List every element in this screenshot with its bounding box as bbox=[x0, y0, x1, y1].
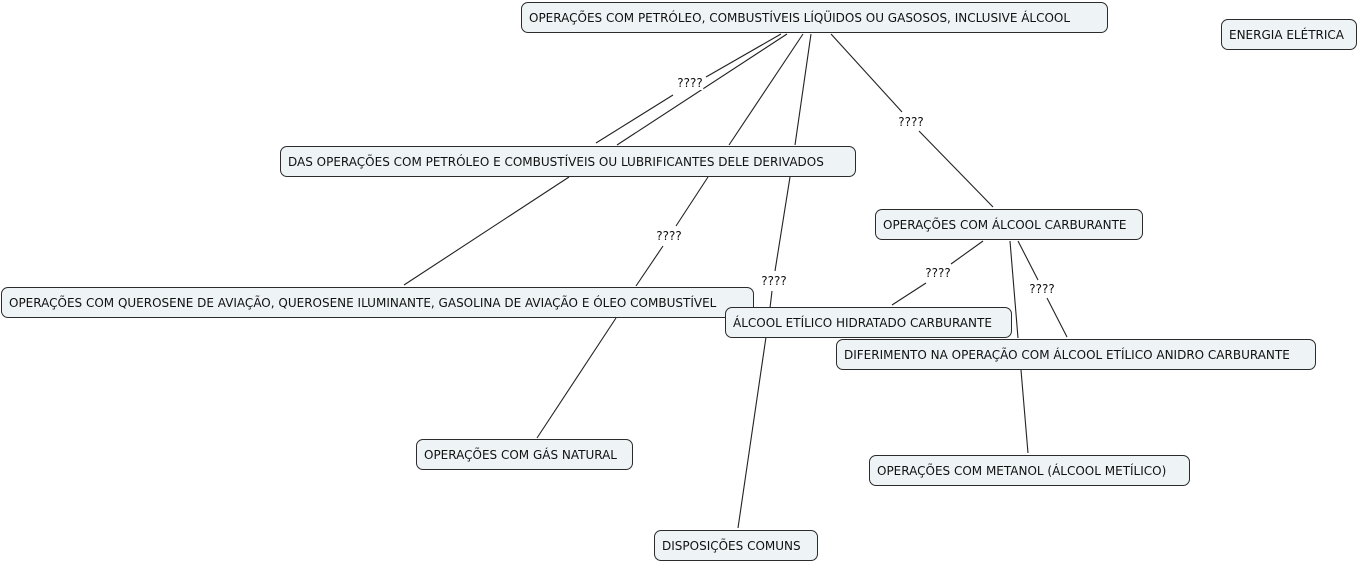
edge-root-alcool-a bbox=[830, 33, 903, 113]
edge-root-alcool-b bbox=[918, 130, 994, 208]
edge-alcool-metanol-a bbox=[1009, 240, 1019, 339]
edge-root-das-4 bbox=[794, 33, 812, 146]
edge-das-disp-a bbox=[774, 176, 791, 272]
node-alcool-carburante[interactable]: OPERAÇÕES COM ÁLCOOL CARBURANTE bbox=[875, 209, 1143, 240]
edge-alcool-hidratado-a bbox=[950, 240, 984, 265]
edge-alcool-diferimento-b bbox=[1046, 297, 1068, 338]
edge-das-disp-c bbox=[737, 336, 767, 529]
edge-label-alcool-hidratado: ???? bbox=[924, 266, 952, 280]
node-metanol[interactable]: OPERAÇÕES COM METANOL (ÁLCOOL METÍLICO) bbox=[869, 455, 1190, 486]
edge-das-disp-b bbox=[769, 290, 773, 309]
edge-das-gas-a bbox=[675, 176, 709, 227]
edge-label-alcool-diferimento: ???? bbox=[1028, 282, 1056, 296]
edge-root-das-1b bbox=[595, 94, 674, 144]
edge-alcool-diferimento-a bbox=[1017, 240, 1039, 281]
node-diferimento[interactable]: DIFERIMENTO NA OPERAÇÃO COM ÁLCOOL ETÍLI… bbox=[836, 339, 1316, 370]
edge-das-gas-b bbox=[635, 245, 664, 287]
edge-label-das-gas: ???? bbox=[655, 229, 683, 243]
edge-root-das-3 bbox=[728, 33, 804, 146]
node-querosene[interactable]: OPERAÇÕES COM QUEROSENE DE AVIAÇÃO, QUER… bbox=[1, 287, 754, 318]
edge-das-gas-c bbox=[536, 317, 617, 439]
edge-root-das-1a bbox=[705, 33, 782, 78]
node-alcool-hidratado[interactable]: ÁLCOOL ETÍLICO HIDRATADO CARBURANTE bbox=[725, 307, 1012, 338]
edge-das-querosene bbox=[403, 176, 570, 286]
node-root[interactable]: OPERAÇÕES COM PETRÓLEO, COMBUSTÍVEIS LÍQ… bbox=[521, 2, 1108, 33]
edge-alcool-hidratado-b bbox=[891, 282, 927, 306]
edge-label-das-disposicoes: ???? bbox=[760, 274, 788, 288]
edge-label-root-alcool: ???? bbox=[897, 115, 925, 129]
edge-label-root-das: ???? bbox=[676, 76, 704, 90]
node-gas-natural[interactable]: OPERAÇÕES COM GÁS NATURAL bbox=[416, 439, 633, 470]
edge-alcool-metanol-b bbox=[1020, 369, 1029, 454]
node-energia-eletrica[interactable]: ENERGIA ELÉTRICA bbox=[1221, 19, 1357, 50]
node-disposicoes-comuns[interactable]: DISPOSIÇÕES COMUNS bbox=[654, 530, 818, 561]
node-das-operacoes[interactable]: DAS OPERAÇÕES COM PETRÓLEO E COMBUSTÍVEI… bbox=[280, 146, 856, 177]
